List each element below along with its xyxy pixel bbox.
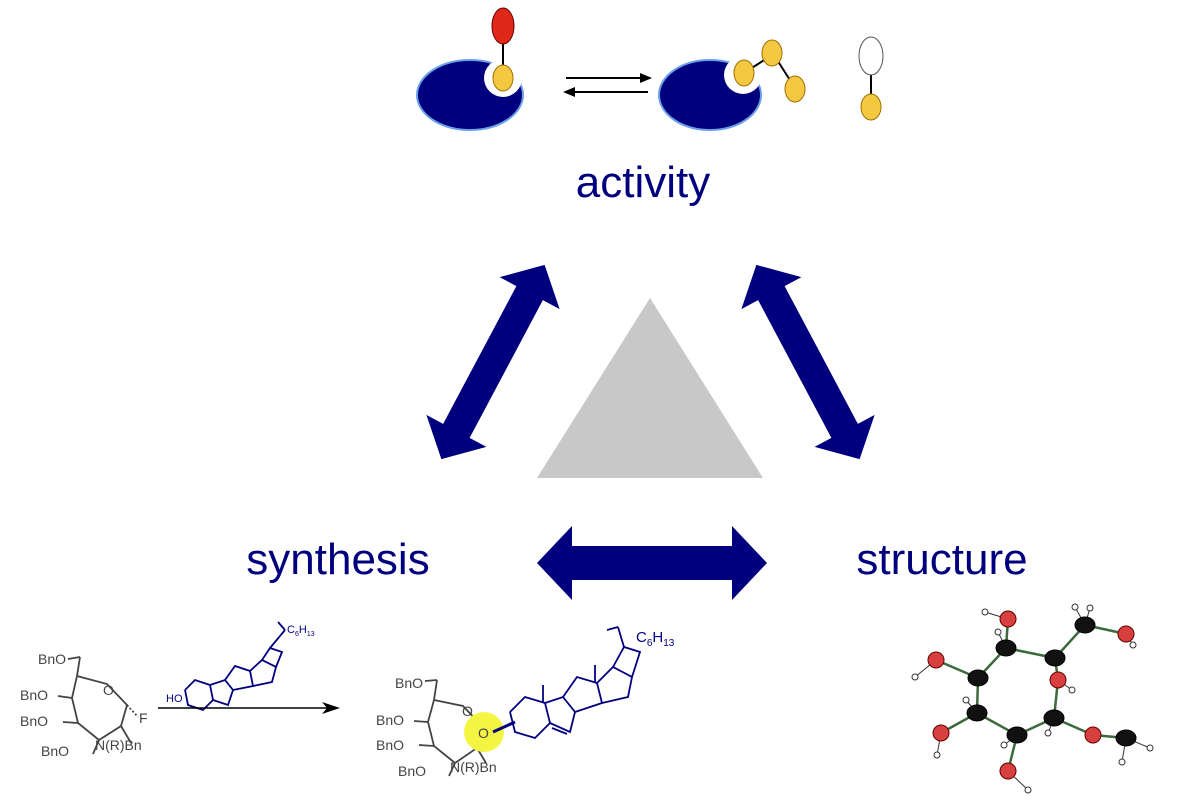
product-substituent: C6H13 xyxy=(636,629,675,649)
product-bno-2: BnO xyxy=(376,712,404,728)
donor-bno-2: BnO xyxy=(20,687,48,703)
label-synthesis: synthesis xyxy=(246,535,429,584)
crystal-structure xyxy=(911,603,1154,794)
product-sugar-labels: BnO BnO BnO BnO O N(R)Bn O xyxy=(376,675,497,779)
product-sugar xyxy=(413,679,487,777)
yellow-sugar-unit xyxy=(492,64,514,92)
arrow-synthesis-activity xyxy=(426,264,560,460)
donor-amine: N(R)Bn xyxy=(95,737,142,753)
donor-bno-4: BnO xyxy=(41,743,69,759)
reaction-arrow xyxy=(158,702,340,714)
donor-bno-1: BnO xyxy=(38,651,66,667)
product-amine: N(R)Bn xyxy=(450,759,497,775)
product-bno-4: BnO xyxy=(398,763,426,779)
donor-fluoride: F xyxy=(139,710,148,726)
donor-ring-oxygen: O xyxy=(103,682,114,698)
label-structure: structure xyxy=(856,535,1027,584)
enzyme-glycosyl-intermediate xyxy=(658,39,806,131)
glycosidic-linkage-highlight xyxy=(464,712,504,752)
equilibrium-arrows xyxy=(563,73,652,97)
enzyme-substrate-complex xyxy=(416,7,524,131)
reagent-substituent: C6H13 xyxy=(287,624,315,638)
red-sugar-unit xyxy=(491,7,515,45)
product-bno-1: BnO xyxy=(395,675,423,691)
label-activity: activity xyxy=(576,158,710,207)
cholesterol-reagent xyxy=(184,621,286,712)
arrow-synthesis-structure xyxy=(537,526,767,600)
reagent-hydroxyl: HO xyxy=(166,693,183,705)
oxepane-donor-labels: BnO BnO BnO BnO O F N(R)Bn xyxy=(20,651,148,759)
product-bridge-oxygen: O xyxy=(478,725,489,741)
center-triangle xyxy=(537,298,763,478)
product-steroid xyxy=(492,626,642,740)
oxepane-donor xyxy=(57,656,139,755)
leaving-sugar xyxy=(858,36,884,121)
donor-bno-3: BnO xyxy=(20,713,48,729)
product-ring-oxygen: O xyxy=(462,703,473,719)
reagent-labels: HO C6H13 xyxy=(166,624,315,705)
product-bno-3: BnO xyxy=(376,737,404,753)
arrow-activity-structure xyxy=(741,264,875,460)
